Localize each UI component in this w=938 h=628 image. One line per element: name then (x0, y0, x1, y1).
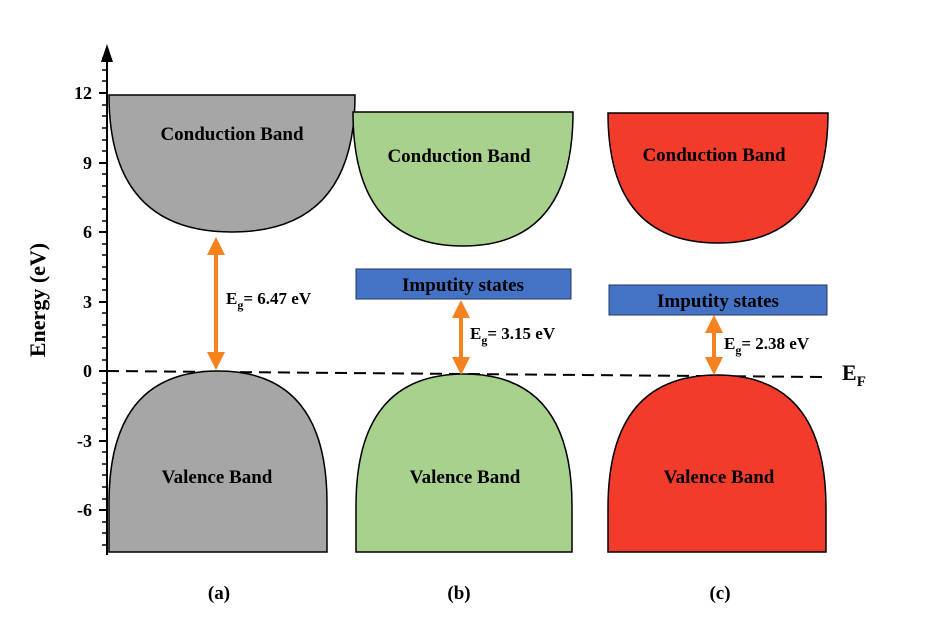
conduction-band-label-b: Conduction Band (387, 146, 531, 167)
conduction-band-b (352, 111, 574, 247)
y-axis: 12 9 6 3 0 -3 -6 Energy (eV) (25, 44, 113, 555)
conduction-band-label-c: Conduction Band (642, 145, 786, 166)
conduction-band-c (607, 112, 829, 244)
valence-band-c (607, 374, 827, 553)
y-tick-label: -3 (77, 431, 92, 451)
valence-band-a (108, 370, 328, 553)
valence-band-label-a: Valence Band (162, 467, 273, 488)
conduction-band-label-a: Conduction Band (160, 124, 304, 145)
panel-c: Conduction Band Imputity states Valence … (607, 112, 829, 604)
valence-band-b (355, 373, 573, 553)
fermi-level-label: EF (842, 360, 866, 390)
band-gap-label-b: Eg= 3.15 eV (470, 324, 556, 347)
panel-b: Conduction Band Imputity states Valence … (352, 111, 574, 604)
y-tick-label: 12 (74, 83, 92, 103)
conduction-band-a (108, 94, 356, 233)
valence-band-label-b: Valence Band (410, 467, 521, 488)
impurity-states-label-b: Imputity states (402, 275, 524, 296)
y-axis-arrow-icon (101, 44, 113, 62)
panel-label-a: (a) (208, 583, 230, 604)
y-tick-label: 6 (83, 222, 92, 242)
y-axis-minor-ticks (102, 57, 107, 546)
impurity-states-c (608, 284, 828, 316)
valence-band-label-c: Valence Band (664, 467, 775, 488)
y-tick-label: 0 (83, 361, 92, 381)
panel-label-c: (c) (709, 583, 730, 604)
y-tick-label: 9 (83, 153, 92, 173)
panel-a: Conduction Band Valence Band Eg= 6.47 eV… (108, 94, 356, 604)
y-axis-tick-labels: 12 9 6 3 0 -3 -6 (74, 83, 92, 520)
y-axis-major-ticks (99, 92, 107, 511)
band-gap-label-a: Eg= 6.47 eV (226, 289, 312, 312)
y-tick-label: 3 (83, 292, 92, 312)
impurity-states-label-c: Imputity states (657, 291, 779, 312)
y-tick-label: -6 (77, 500, 92, 520)
panel-label-b: (b) (447, 583, 470, 604)
y-axis-label: Energy (eV) (25, 243, 50, 357)
impurity-states-b (355, 268, 572, 300)
band-gap-label-c: Eg= 2.38 eV (724, 334, 810, 357)
